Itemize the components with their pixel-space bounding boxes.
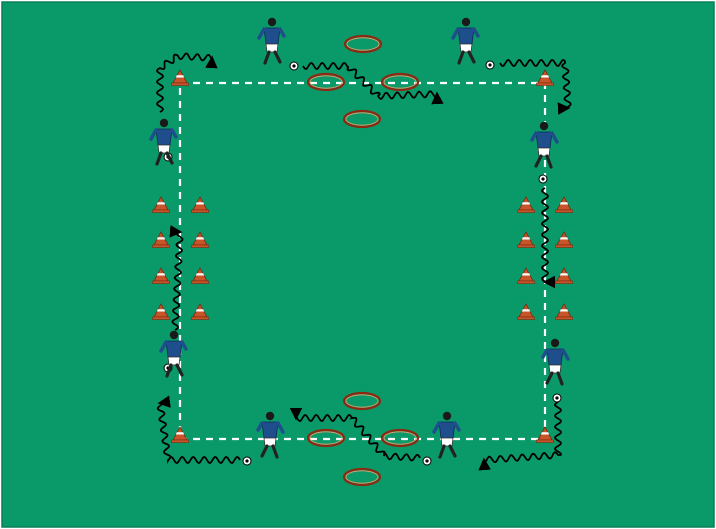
ball-7 — [243, 457, 251, 465]
ball-6 — [553, 394, 561, 402]
ball-1 — [290, 62, 298, 70]
ball-4 — [539, 175, 547, 183]
ball-2 — [486, 61, 494, 69]
ball-8 — [423, 457, 431, 465]
